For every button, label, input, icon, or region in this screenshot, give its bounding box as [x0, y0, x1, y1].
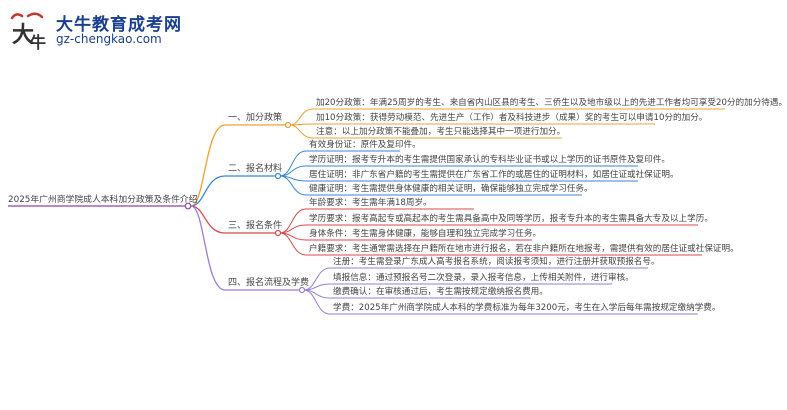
leaf-education-proof: 学历证明：报考专升本的考生需提供国家承认的专科毕业证书或以上学历的证书原件及复印… — [309, 155, 670, 165]
leaf-residence-proof: 居住证明：非广东省户籍的考生需提供在广东省工作的或居住的证明材料，如居住证或社保… — [309, 170, 679, 180]
leaf-health-proof: 健康证明：考生需提供身体健康的相关证明，确保能够独立完成学习任务。 — [309, 184, 593, 194]
leaf-bonus-note: 注意：以上加分政策不能叠加，考生只能选择其中一项进行加分。 — [316, 127, 566, 137]
bull-logo-icon: 大 牛 — [10, 12, 46, 52]
site-logo[interactable]: 大 牛 大牛教育成考网 gz-chengkao.com — [6, 8, 226, 52]
svg-text:牛: 牛 — [30, 33, 46, 52]
svg-text:大: 大 — [12, 22, 34, 48]
leaf-bonus-10: 加10分政策：获得劳动模范、先进生产（工作）者及科技进步（成果）奖的考生可以申请… — [316, 113, 708, 123]
leaf-physical-condition: 身体条件：考生需身体健康，能够自理和独立完成学习任务。 — [309, 229, 542, 239]
branch-process-fees: 四、报名流程及学费 — [228, 278, 310, 288]
leaf-fill-info: 填报信息：通过预报名号二次登录，录入报考信息，上传相关附件，进行审核。 — [333, 273, 634, 283]
leaf-registration: 注册：考生需登录广东成人高考报名系统，阅读报考须知，进行注册并获取预报名号。 — [333, 257, 660, 267]
leaf-id-card: 有效身份证：原件及复印件。 — [309, 140, 421, 150]
leaf-education-requirement: 学历要求：报考高起专或高起本的考生需具备高中及同等学历，报考专升本的考生需具备大… — [309, 214, 713, 224]
branch-conditions: 三、报名条件 — [228, 221, 283, 231]
leaf-bonus-20: 加20分政策：年满25周岁的考生、来自省内山区县的考生、三侨生以及地市级以上的先… — [316, 98, 787, 108]
leaf-age-requirement: 年龄要求：考生需年满18周岁。 — [309, 198, 432, 208]
mindmap-root: 2025年广州商学院成人本科加分政策及条件介绍 — [8, 195, 198, 205]
logo-url: gz-chengkao.com — [56, 32, 162, 46]
branch-bonus-policy: 一、加分政策 — [228, 113, 283, 123]
leaf-payment-confirm: 缴费确认：在审核通过后，考生需按规定缴纳报名费用。 — [333, 287, 548, 297]
leaf-household-requirement: 户籍要求：考生通常需选择在户籍所在地市进行报名，若在非户籍所在地报考，需提供有效… — [309, 244, 739, 254]
mindmap-connectors — [8, 108, 725, 315]
branch-materials: 二、报名材料 — [228, 164, 283, 174]
leaf-tuition: 学费：2025年广州商学院成人本科的学费标准为每年3200元，考生在入学后每年需… — [333, 303, 721, 313]
logo-title: 大牛教育成考网 — [56, 15, 182, 35]
